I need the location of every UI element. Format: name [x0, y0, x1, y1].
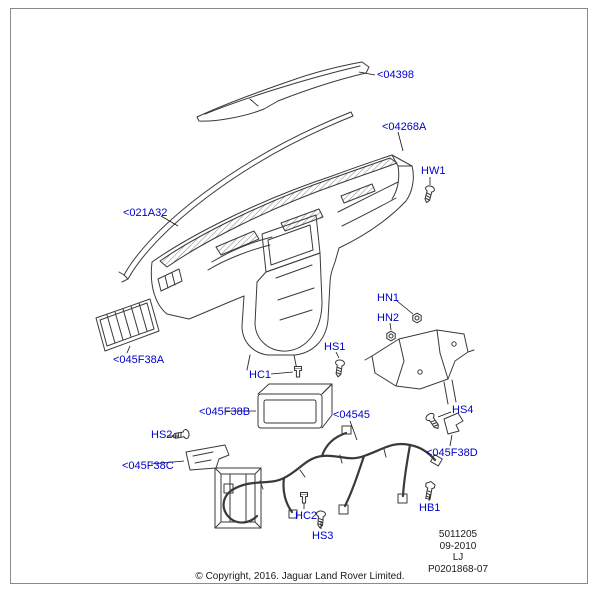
part-label-04398[interactable]: <04398 [377, 69, 415, 81]
drawing-date: 09-2010 [439, 540, 477, 552]
nut-icon-hn1 [412, 312, 422, 324]
drawing-info-block: 5011205 09-2010 LJ P0201868-07 [408, 529, 508, 575]
part-label-hc2[interactable]: HC2 [295, 510, 318, 522]
nut-icon-hn2 [386, 330, 396, 342]
drawing-sheet-number: P0201868-07 [427, 563, 489, 575]
screw-icon-hw1 [421, 184, 436, 205]
wiring-harness-drawing [222, 425, 443, 524]
screw-icon-hs2 [170, 428, 191, 442]
part-label-hc1[interactable]: HC1 [249, 369, 272, 381]
part-label-045F38A[interactable]: <045F38A [113, 354, 165, 366]
side-vent-grille-drawing [95, 298, 160, 352]
part-label-hs4[interactable]: HS4 [452, 404, 474, 416]
part-label-hw1[interactable]: HW1 [421, 165, 446, 177]
clip-icon-hc1 [294, 366, 302, 378]
screw-icon-hs4 [424, 411, 443, 432]
part-label-hs2[interactable]: HS2 [151, 429, 173, 441]
display-unit-drawing [257, 383, 333, 429]
copyright-text: © Copyright, 2016. Jaguar Land Rover Lim… [195, 571, 405, 582]
windscreen-trim-drawing [118, 111, 354, 283]
part-label-hn1[interactable]: HN1 [377, 292, 400, 304]
part-label-045F38B[interactable]: <045F38B [199, 406, 251, 418]
leader-lines [126, 71, 453, 529]
part-label-hs1[interactable]: HS1 [324, 341, 346, 353]
retainer-clip-part-drawing [443, 412, 464, 435]
part-label-021A32[interactable]: <021A32 [123, 207, 168, 219]
part-label-hn2[interactable]: HN2 [377, 312, 400, 324]
diagram-border [10, 8, 588, 584]
bracket-drawing [185, 444, 230, 471]
part-label-045F38D[interactable]: <045F38D [426, 447, 478, 459]
clip-icon-hc2 [300, 492, 308, 504]
defroster-panel-drawing [196, 61, 370, 122]
part-label-04268A[interactable]: <04268A [382, 121, 427, 133]
part-label-hb1[interactable]: HB1 [419, 502, 441, 514]
instrument-panel-drawing [150, 154, 414, 371]
screw-icon-hs1 [333, 358, 346, 378]
drawing-model-code: LJ [452, 552, 464, 563]
part-label-045F38C[interactable]: <045F38C [122, 460, 174, 472]
part-label-04545[interactable]: <04545 [333, 409, 371, 421]
crossbeam-drawing [364, 329, 475, 405]
drawing-part-number: 5011205 [438, 529, 478, 540]
part-label-hs3[interactable]: HS3 [312, 530, 334, 542]
